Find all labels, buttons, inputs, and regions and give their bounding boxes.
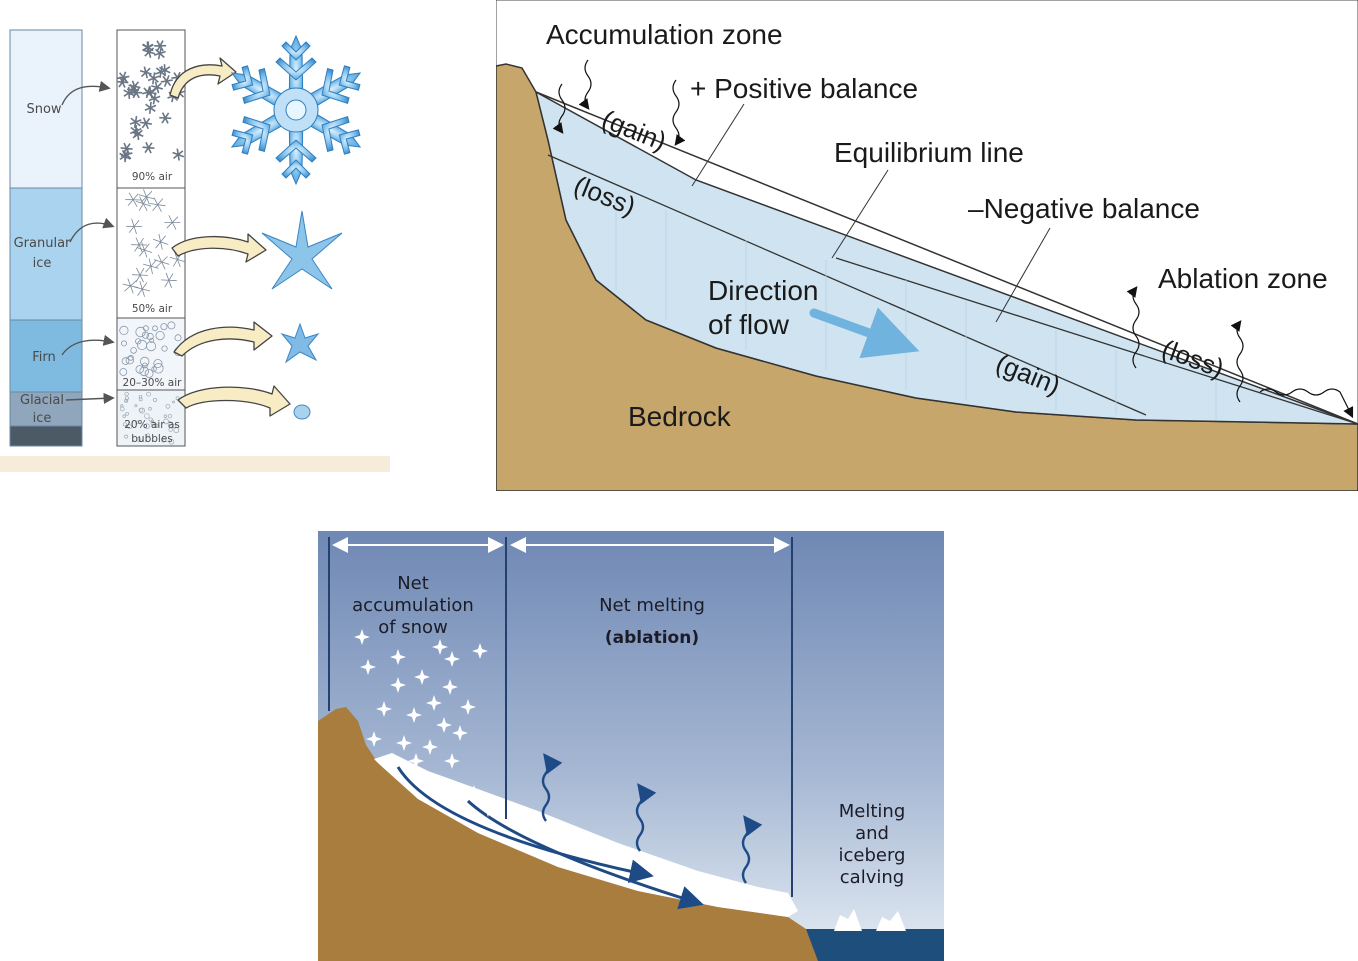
glacier-surface-line <box>535 91 1358 425</box>
crystal-arrow-1 <box>169 57 237 99</box>
icebergs <box>834 909 906 931</box>
ablation-label: (ablation) <box>605 628 699 648</box>
ablation-boundary-line <box>835 257 1358 425</box>
snow-arrow <box>61 80 111 106</box>
bedrock-label: Bedrock <box>628 401 732 432</box>
glacial-arrow <box>65 392 115 404</box>
air-90-label: 90% air <box>132 171 173 183</box>
crystal-arrow-4 <box>177 385 291 417</box>
granular-ice-layer <box>9 187 83 321</box>
calving-label-2: and <box>855 823 889 844</box>
texture-column <box>116 29 186 447</box>
ice-flow-arrow-1 <box>396 766 654 884</box>
equilibrium-line-label: Equilibrium line <box>834 137 1024 168</box>
net-label-2: accumulation <box>352 595 474 616</box>
firn-label: Firn <box>32 350 56 365</box>
snowfall-arrows <box>552 59 686 146</box>
glacier-zones-diagram: Net accumulation of snow Net melting (ab… <box>318 531 944 961</box>
direction-label-1: Direction <box>708 275 818 306</box>
granular-texture <box>122 189 186 297</box>
glacier-zones-svg: Net accumulation of snow Net melting (ab… <box>318 531 944 961</box>
sea-water <box>798 929 944 961</box>
bottom-strip <box>0 456 390 472</box>
net-label-3: of snow <box>378 617 448 638</box>
ice-streaks <box>615 200 1217 420</box>
air-20-label-1: 20% air as <box>124 419 180 431</box>
bedrock-layer <box>9 425 83 447</box>
calving-label-3: iceberg <box>839 845 906 866</box>
calving-label-4: calving <box>840 867 904 888</box>
crystal-arrow-3 <box>173 321 273 357</box>
glacier-budget-diagram: Accumulation zone + Positive balance Equ… <box>496 0 1358 491</box>
snowfall-crystals <box>354 629 496 817</box>
granular-label-2: ice <box>33 256 52 271</box>
flow-direction-arrow <box>809 307 920 359</box>
positive-balance-label: + Positive balance <box>690 73 918 104</box>
granular-arrow <box>69 217 115 243</box>
snow-to-ice-svg: Snow Granular ice Firn Glacial ice 90% a… <box>0 29 390 472</box>
air-20-label-2: bubbles <box>131 433 173 445</box>
air-20-30-label: 20–30% air <box>123 377 183 389</box>
snow-to-ice-diagram: Snow Granular ice Firn Glacial ice 90% a… <box>0 0 392 472</box>
glacial-label-2: ice <box>33 411 52 426</box>
snowflake-icon <box>230 34 362 186</box>
loss-boundary-line <box>547 154 1147 416</box>
snow-layer <box>9 29 83 189</box>
granular-label-1: Granular <box>14 236 71 251</box>
glacial-ice-layer <box>9 391 83 427</box>
crystal-arrow-2 <box>171 233 267 263</box>
direction-label-2: of flow <box>708 309 790 340</box>
glacier-ice-sheet <box>374 753 798 917</box>
glacier-ice <box>534 90 1358 425</box>
melt-arrows <box>1126 286 1354 419</box>
snow-crystal-texture <box>116 40 186 163</box>
glacier-budget-svg: Accumulation zone + Positive balance Equ… <box>496 0 1358 491</box>
net-label-1: Net <box>397 573 429 594</box>
leader-lines <box>691 103 1051 323</box>
ablation-zone-label: Ablation zone <box>1158 263 1328 294</box>
zone-dividers <box>328 537 793 897</box>
firn-texture <box>119 321 183 378</box>
melt-vapor-arrows <box>541 753 763 884</box>
net-melting-label: Net melting <box>599 595 705 616</box>
glacial-texture <box>119 391 180 445</box>
ice-granule-icon <box>293 404 311 420</box>
glacial-label-1: Glacial <box>20 393 64 408</box>
negative-balance-label: –Negative balance <box>968 193 1200 224</box>
snow-label: Snow <box>26 102 61 117</box>
star-crystal-icon <box>261 210 343 290</box>
firn-arrow <box>61 334 115 356</box>
air-50-label: 50% air <box>132 303 173 315</box>
small-crystal-icon <box>280 322 320 364</box>
firn-layer <box>9 319 83 393</box>
land-mass <box>318 707 818 961</box>
accumulation-zone-label: Accumulation zone <box>546 19 783 50</box>
calving-label-1: Melting <box>839 801 906 822</box>
ice-flow-arrow-2 <box>466 799 704 910</box>
